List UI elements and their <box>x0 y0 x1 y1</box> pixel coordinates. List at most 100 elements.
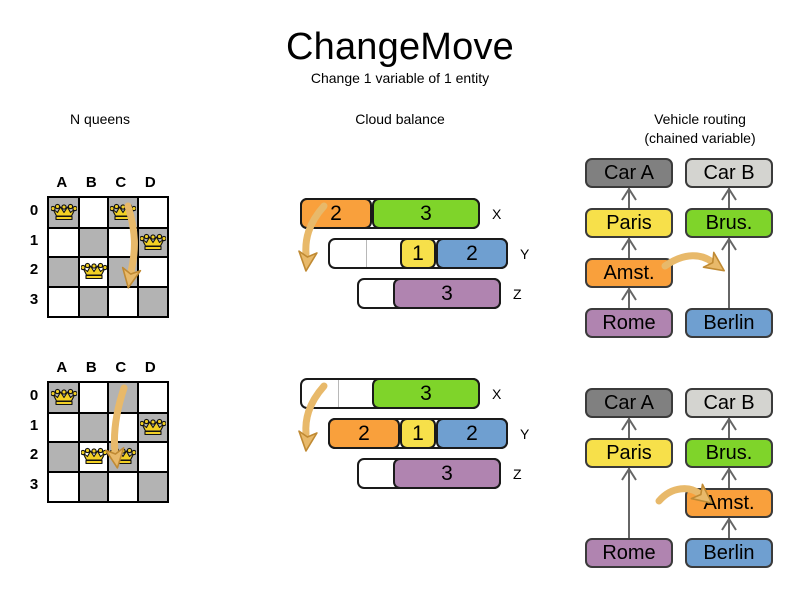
cloud-computer-z-before[interactable]: 3 <box>357 278 501 309</box>
cloud-process-y-1-before[interactable]: 2 <box>436 238 508 269</box>
board-cell-B1[interactable] <box>78 227 108 257</box>
board-cell-D3[interactable] <box>137 471 167 501</box>
vrp-chain-b-after-link-3 <box>728 518 730 538</box>
rank-label-1: 1 <box>29 416 39 434</box>
vrp-customer-rome-after[interactable]: Rome <box>585 538 673 568</box>
board-cell-A1[interactable] <box>49 227 79 257</box>
queen-A0[interactable] <box>50 388 78 407</box>
board-grid-before[interactable] <box>47 196 169 318</box>
board-cell-C0[interactable] <box>108 383 138 413</box>
board-cell-B1[interactable] <box>78 412 108 442</box>
column-heading-n-queens: N queens <box>70 111 130 127</box>
vrp-vehicle-a-after[interactable]: Car A <box>585 388 673 418</box>
cloud-process-x-1-before[interactable]: 3 <box>372 198 480 229</box>
vrp-chain-a-before-link-1-arrowhead <box>621 188 637 201</box>
vrp-chain-b-after-link-3-arrowhead <box>721 518 737 531</box>
board-cell-A2[interactable] <box>49 442 79 472</box>
board-cell-B3[interactable] <box>78 471 108 501</box>
vrp-chain-a-after-link-1-arrowhead <box>621 418 637 431</box>
vrp-customer-berlin-before[interactable]: Berlin <box>685 308 773 338</box>
board-cell-D2[interactable] <box>137 257 167 287</box>
board-cell-D0[interactable] <box>137 198 167 228</box>
cloud-process-y-0-before[interactable]: 1 <box>400 238 436 269</box>
cloud-process-value: 3 <box>420 202 432 225</box>
queen-C2[interactable] <box>109 447 137 466</box>
vrp-chain-b-before-link-2 <box>728 238 730 308</box>
file-label-B: B <box>85 174 97 191</box>
board-cell-A1[interactable] <box>49 412 79 442</box>
vrp-customer-amst-after[interactable]: Amst. <box>685 488 773 518</box>
vrp-chain-a-before-link-3-arrowhead <box>621 288 637 301</box>
queen-D1[interactable] <box>138 233 167 252</box>
vrp-vehicle-b-before[interactable]: Car B <box>685 158 773 188</box>
board-cell-C1[interactable] <box>108 412 138 442</box>
cloud-computer-x-after[interactable]: 3 <box>300 378 480 409</box>
queen-C0[interactable] <box>109 203 137 222</box>
board-cell-B3[interactable] <box>78 286 108 316</box>
queen-icon <box>138 418 167 435</box>
board-cell-A3[interactable] <box>49 471 79 501</box>
cloud-process-value: 2 <box>466 422 478 445</box>
cloud-computer-y-after[interactable]: 2 1 2 <box>328 418 508 449</box>
queen-B2[interactable] <box>79 447 108 466</box>
board-cell-D3[interactable] <box>137 286 167 316</box>
rank-label-2: 2 <box>29 261 39 278</box>
board-cell-B0[interactable] <box>78 198 108 228</box>
rank-label-3: 3 <box>29 290 39 308</box>
vrp-customer-brus-before[interactable]: Brus. <box>685 208 773 238</box>
vrp-customer-berlin-after[interactable]: Berlin <box>685 538 773 568</box>
vrp-customer-paris-before[interactable]: Paris <box>585 208 673 238</box>
cloud-process-value: 1 <box>412 242 424 265</box>
queen-A0[interactable] <box>50 203 78 222</box>
vrp-box-label: Amst. <box>603 262 655 284</box>
board-grid-after[interactable] <box>47 381 169 503</box>
cloud-process-y-0-after[interactable]: 2 <box>328 418 400 449</box>
vrp-customer-rome-before[interactable]: Rome <box>585 308 673 338</box>
vrp-vehicle-a-before[interactable]: Car A <box>585 158 673 188</box>
board-cell-C3[interactable] <box>108 471 138 501</box>
board-cell-D2[interactable] <box>137 442 167 472</box>
vrp-heading-line-1: Vehicle routing <box>654 111 746 127</box>
cloud-computer-label-x-before: X <box>492 206 502 222</box>
vrp-customer-brus-after[interactable]: Brus. <box>685 438 773 468</box>
cloud-process-x-0-before[interactable]: 2 <box>300 198 372 229</box>
cloud-computer-z-after[interactable]: 3 <box>357 458 501 489</box>
vrp-box-label: Berlin <box>703 312 755 334</box>
cloud-process-x-0-after[interactable]: 3 <box>372 378 480 409</box>
cloud-process-y-1-after[interactable]: 1 <box>400 418 436 449</box>
vrp-customer-amst-before[interactable]: Amst. <box>585 258 673 288</box>
vrp-chain-a-after-link-2-arrowhead <box>621 468 637 481</box>
cloud-process-z-0-before[interactable]: 3 <box>393 278 501 309</box>
board-cell-B0[interactable] <box>78 383 108 413</box>
board-cell-C3[interactable] <box>108 286 138 316</box>
vrp-box-label: Berlin <box>703 542 755 564</box>
rank-label-1: 1 <box>29 231 39 249</box>
board-cell-C2[interactable] <box>108 257 138 287</box>
queen-D1[interactable] <box>138 418 167 437</box>
board-cell-A2[interactable] <box>49 257 79 287</box>
cloud-process-y-2-after[interactable]: 2 <box>436 418 508 449</box>
vrp-box-label: Amst. <box>703 492 755 514</box>
queen-icon <box>109 447 137 465</box>
queen-B2[interactable] <box>79 262 108 281</box>
vrp-chain-b-before-link-1-arrowhead <box>721 188 737 201</box>
board-cell-C1[interactable] <box>108 227 138 257</box>
cloud-process-z-0-after[interactable]: 3 <box>393 458 501 489</box>
vrp-box-label: Paris <box>606 442 652 464</box>
bar-divider-1 <box>338 380 339 407</box>
vrp-vehicle-b-after[interactable]: Car B <box>685 388 773 418</box>
vrp-customer-paris-after[interactable]: Paris <box>585 438 673 468</box>
cloud-process-value: 2 <box>358 422 370 445</box>
board-cell-D0[interactable] <box>137 383 167 413</box>
grid-line-h2 <box>49 441 167 443</box>
page-title: ChangeMove <box>285 26 515 68</box>
board-cell-A3[interactable] <box>49 286 79 316</box>
